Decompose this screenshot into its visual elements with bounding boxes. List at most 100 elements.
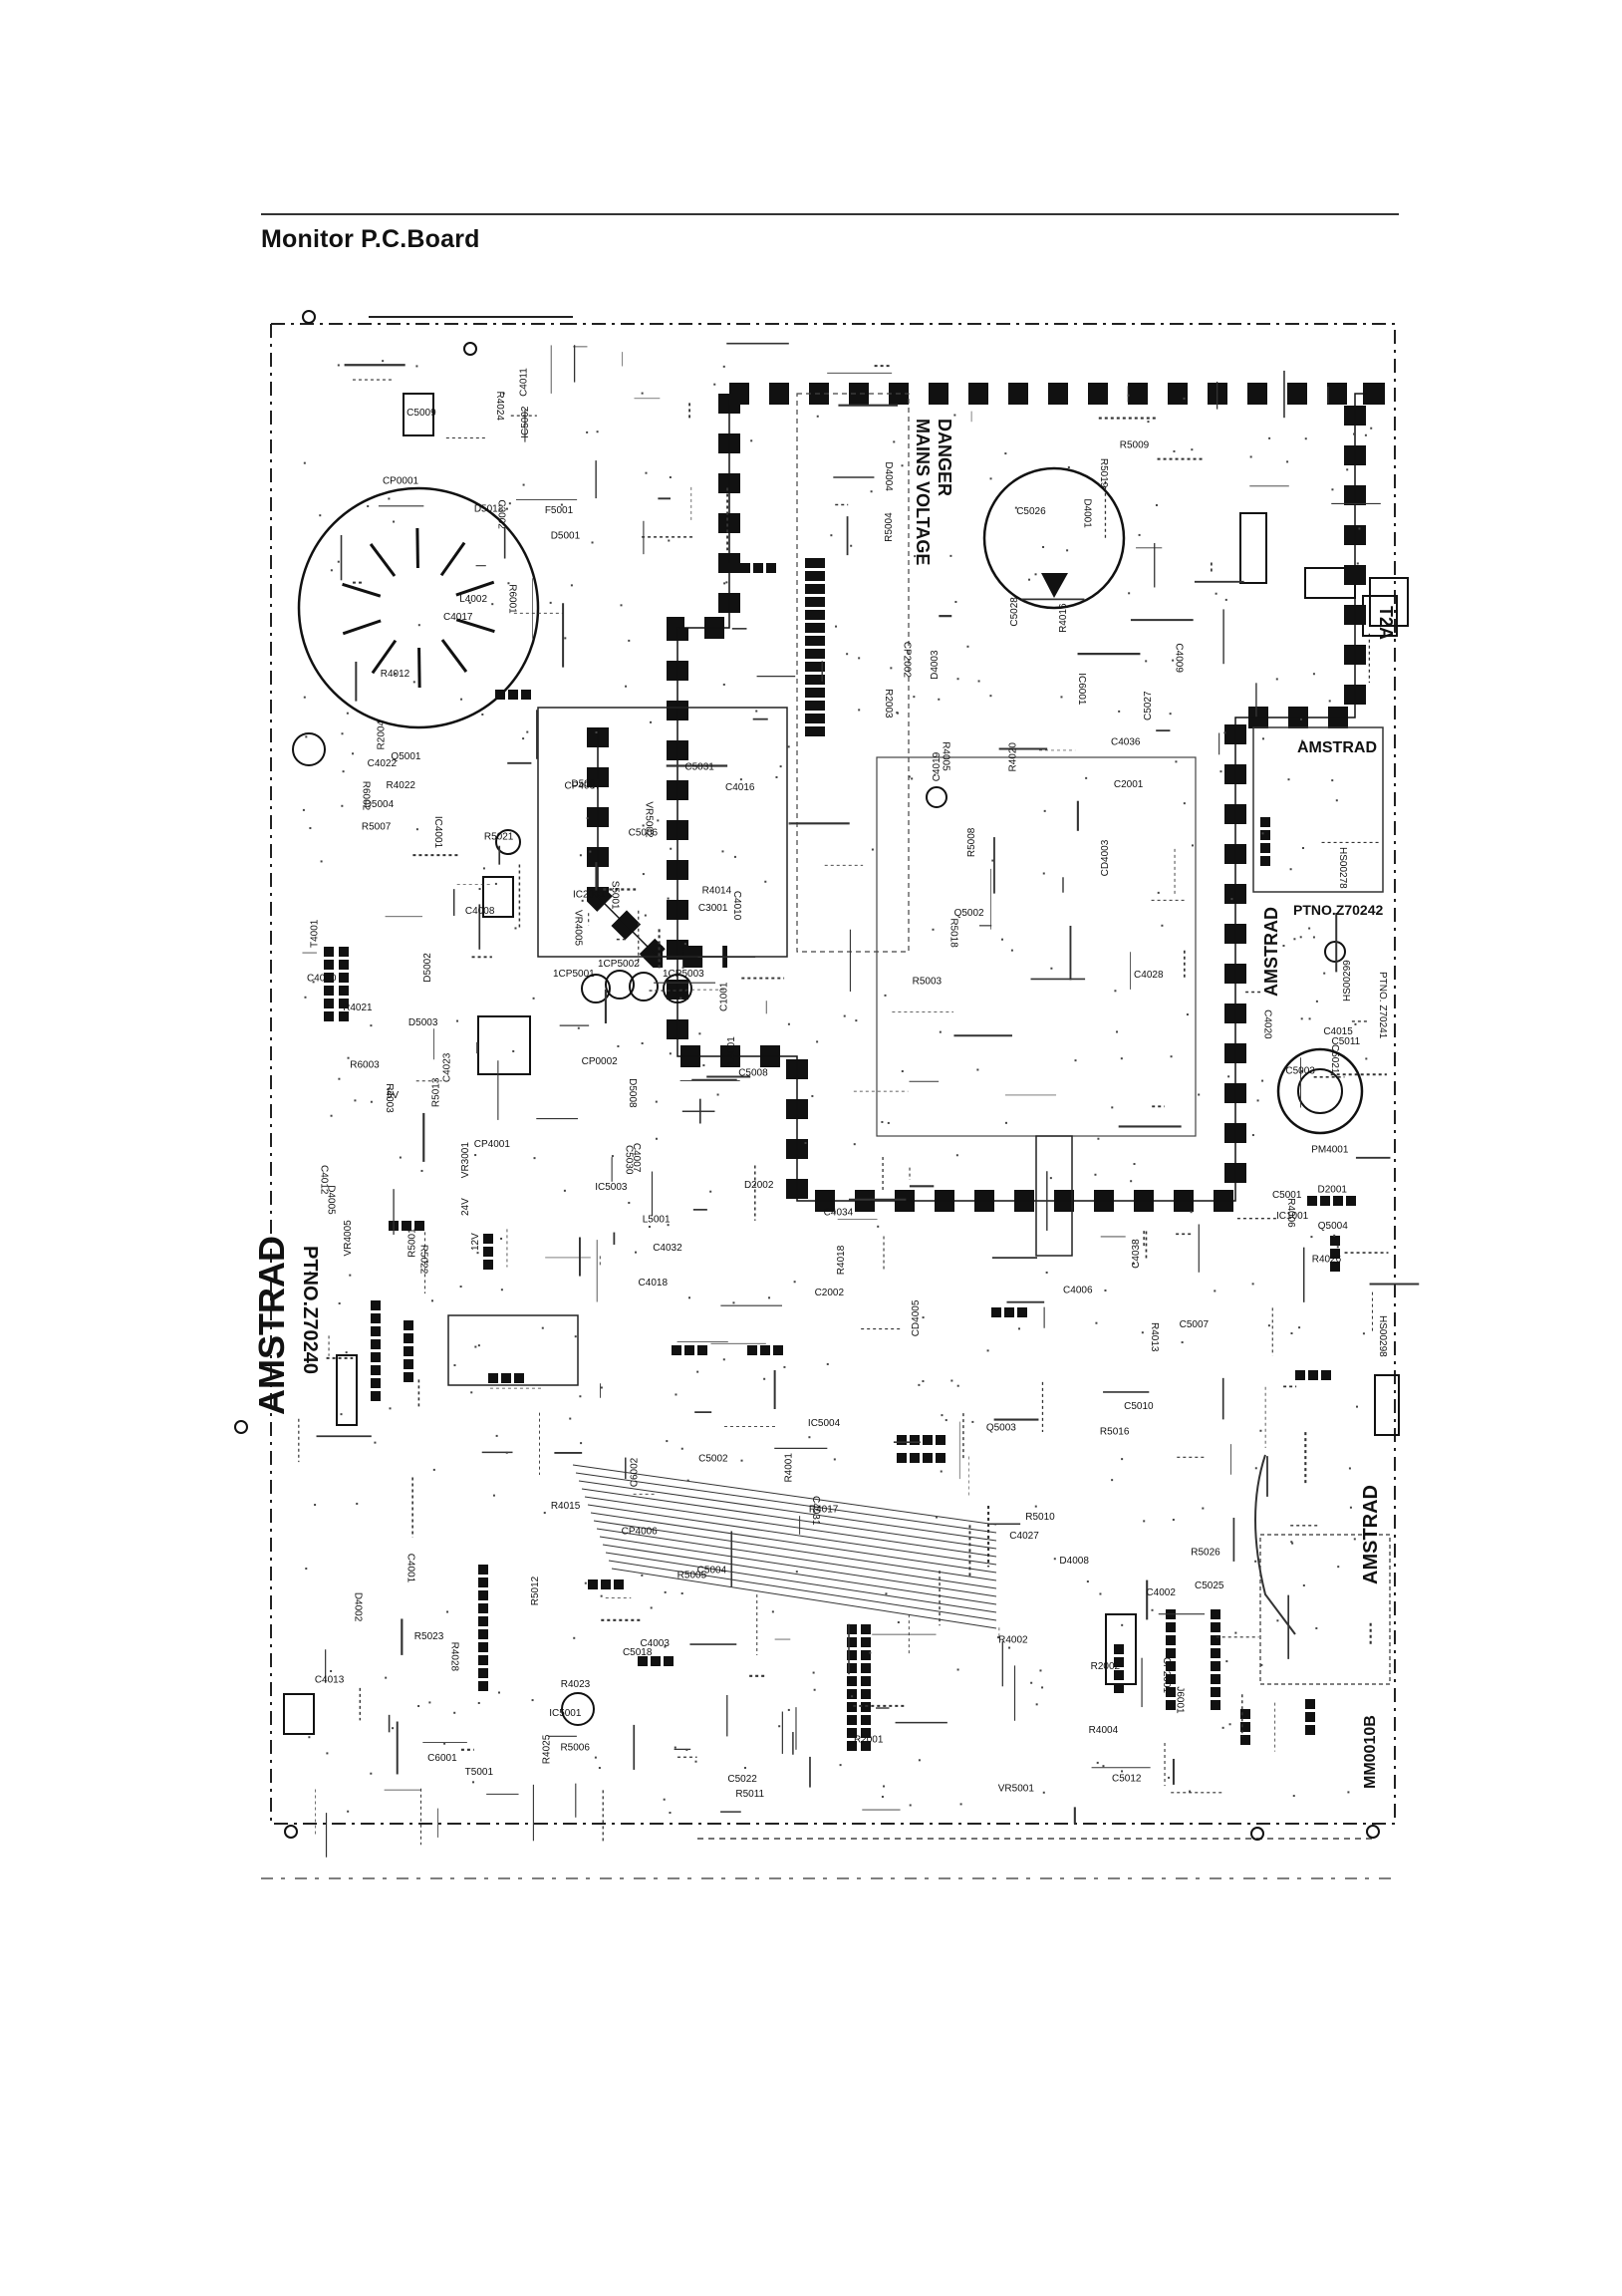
solder-speck — [793, 1281, 796, 1284]
solder-speck — [666, 1440, 669, 1443]
module-pin — [1260, 817, 1270, 827]
component-label: R2001 — [854, 1735, 884, 1746]
solder-speck — [1215, 592, 1217, 595]
component-label: CD4005 — [911, 1299, 922, 1336]
module-pin — [1260, 830, 1270, 840]
solder-speck — [911, 777, 914, 780]
fuse-rating: T2A — [1376, 606, 1396, 640]
solder-speck — [337, 560, 340, 563]
solder-speck — [1260, 1663, 1263, 1666]
mounting-hole — [302, 310, 316, 324]
solder-speck — [771, 1610, 774, 1613]
q5008-pin — [414, 1221, 424, 1231]
solder-speck — [532, 997, 535, 1000]
component-label: C4002 — [1146, 1587, 1176, 1598]
brand-mark: AMSTRAD — [1360, 1485, 1382, 1584]
solder-speck — [648, 1226, 651, 1229]
solder-speck — [997, 1636, 1000, 1639]
component-outline — [1105, 1613, 1137, 1685]
cd4003-pin — [664, 1656, 674, 1666]
pot-tick — [371, 639, 398, 675]
solder-speck — [655, 1100, 658, 1103]
solder-speck — [625, 685, 628, 688]
ic5001-pin — [805, 688, 815, 698]
solder-speck — [1189, 1790, 1192, 1793]
solder-speck — [901, 1070, 904, 1073]
component-label: R5004 — [884, 512, 895, 542]
solder-speck — [1300, 1017, 1303, 1020]
component-label: R5001 — [406, 1228, 417, 1258]
solder-speck — [522, 737, 525, 740]
solder-speck — [352, 752, 355, 755]
solder-speck — [494, 882, 497, 885]
solder-speck — [549, 601, 552, 604]
ic4001-pin — [861, 1637, 871, 1647]
solder-speck — [594, 1756, 597, 1759]
solder-speck — [570, 584, 573, 587]
component-label: C6001 — [427, 1753, 457, 1764]
solder-speck — [1095, 1321, 1098, 1324]
solder-speck — [345, 1351, 348, 1354]
solder-speck — [812, 1671, 815, 1674]
d5012-pin — [1017, 1307, 1027, 1317]
solder-speck — [574, 1335, 577, 1338]
component-label: C4006 — [1063, 1285, 1093, 1295]
solder-speck — [589, 850, 592, 853]
solder-speck — [1168, 1776, 1171, 1779]
solder-speck — [1256, 1099, 1259, 1102]
component-label: R5011 — [735, 1789, 764, 1800]
mounting-hole — [1366, 1825, 1380, 1839]
component-label: C5031 — [684, 762, 714, 773]
solder-speck — [750, 439, 753, 442]
solder-speck — [342, 770, 345, 773]
solder-speck — [1261, 832, 1264, 835]
transistor-pin — [1305, 1712, 1315, 1722]
solder-speck — [303, 696, 306, 699]
component-label: C5001 — [1272, 1190, 1302, 1201]
ic2001-pin — [1211, 1609, 1220, 1619]
ic5001-pin — [805, 623, 815, 633]
solder-speck — [1356, 562, 1359, 565]
solder-speck — [1104, 1289, 1107, 1292]
ic2001-pin — [1211, 1661, 1220, 1671]
ic2001-pin — [1166, 1622, 1176, 1632]
component-label: C6002 — [630, 1457, 641, 1487]
solder-speck — [495, 1434, 498, 1437]
solder-speck — [1254, 1467, 1257, 1470]
ic2001-pin — [1166, 1635, 1176, 1645]
ic5001-pin — [805, 675, 815, 685]
solder-speck — [580, 1442, 583, 1445]
module-pin — [1260, 843, 1270, 853]
solder-speck — [432, 1468, 435, 1471]
solder-speck — [320, 860, 323, 863]
solder-speck — [740, 1459, 743, 1462]
component-label: C5028 — [1009, 597, 1020, 627]
component-label: D4002 — [352, 1592, 363, 1622]
pot-tick — [440, 639, 468, 673]
solder-speck — [918, 1383, 921, 1386]
solder-speck — [641, 1574, 644, 1577]
ic4002-pin — [478, 1681, 488, 1691]
solder-speck — [309, 827, 312, 830]
solder-speck — [531, 1699, 534, 1702]
component-label: C4013 — [315, 1674, 345, 1685]
solder-speck — [1186, 1013, 1189, 1016]
board-code: HS00278 — [1337, 847, 1348, 889]
q5002-pin — [488, 1373, 498, 1383]
transistor-pin — [1240, 1735, 1250, 1745]
component-label: R4012 — [381, 669, 410, 680]
solder-speck — [732, 1301, 735, 1304]
solder-speck — [569, 1417, 572, 1420]
solder-speck — [443, 1742, 446, 1745]
solder-speck — [1014, 506, 1017, 509]
solder-speck — [722, 365, 725, 368]
bus-trace — [596, 1528, 997, 1589]
component-label: CP4006 — [622, 1526, 659, 1537]
d4001-pin — [601, 1579, 611, 1589]
solder-speck — [500, 1237, 503, 1240]
solder-speck — [1121, 1458, 1124, 1461]
solder-speck — [830, 534, 833, 537]
solder-speck — [453, 1711, 456, 1714]
solder-speck — [1362, 1332, 1365, 1335]
